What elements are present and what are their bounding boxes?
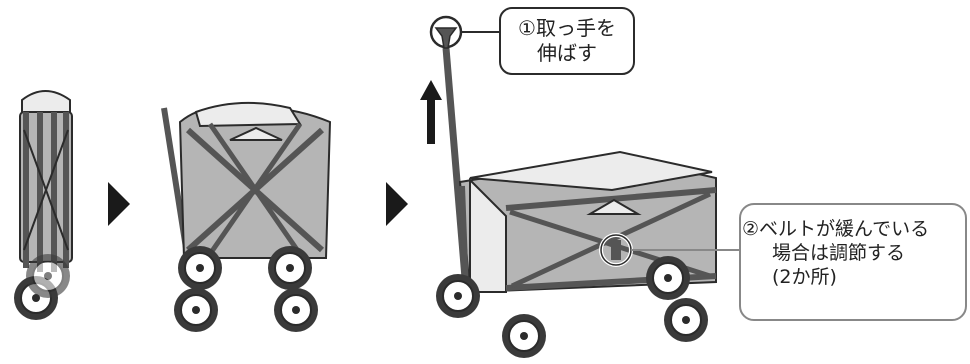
callout-step1-text: ①取っ手を 伸ばす <box>500 16 634 66</box>
callout-step2-line3: (2か所) <box>772 265 837 288</box>
callout-step1 <box>461 7 635 75</box>
open-wagon <box>429 15 717 359</box>
half-open-wagon <box>161 101 332 333</box>
arrow-right-icon <box>108 182 130 226</box>
callout-step2-line2: 場合は調節する <box>772 241 906 264</box>
callout-step2 <box>631 203 967 321</box>
arrow-right-icon <box>386 182 408 226</box>
arrow-up-icon <box>420 80 442 144</box>
callout-step1-line1: ①取っ手を <box>518 16 616 40</box>
callout-step1-line2: 伸ばす <box>537 41 597 65</box>
callout-step2-line1: ②ベルトが緩んでいる <box>742 218 930 240</box>
callout-step2-text: ②ベルトが緩んでいる 場合は調節する (2か所) <box>742 218 964 289</box>
folded-wagon <box>13 90 73 321</box>
